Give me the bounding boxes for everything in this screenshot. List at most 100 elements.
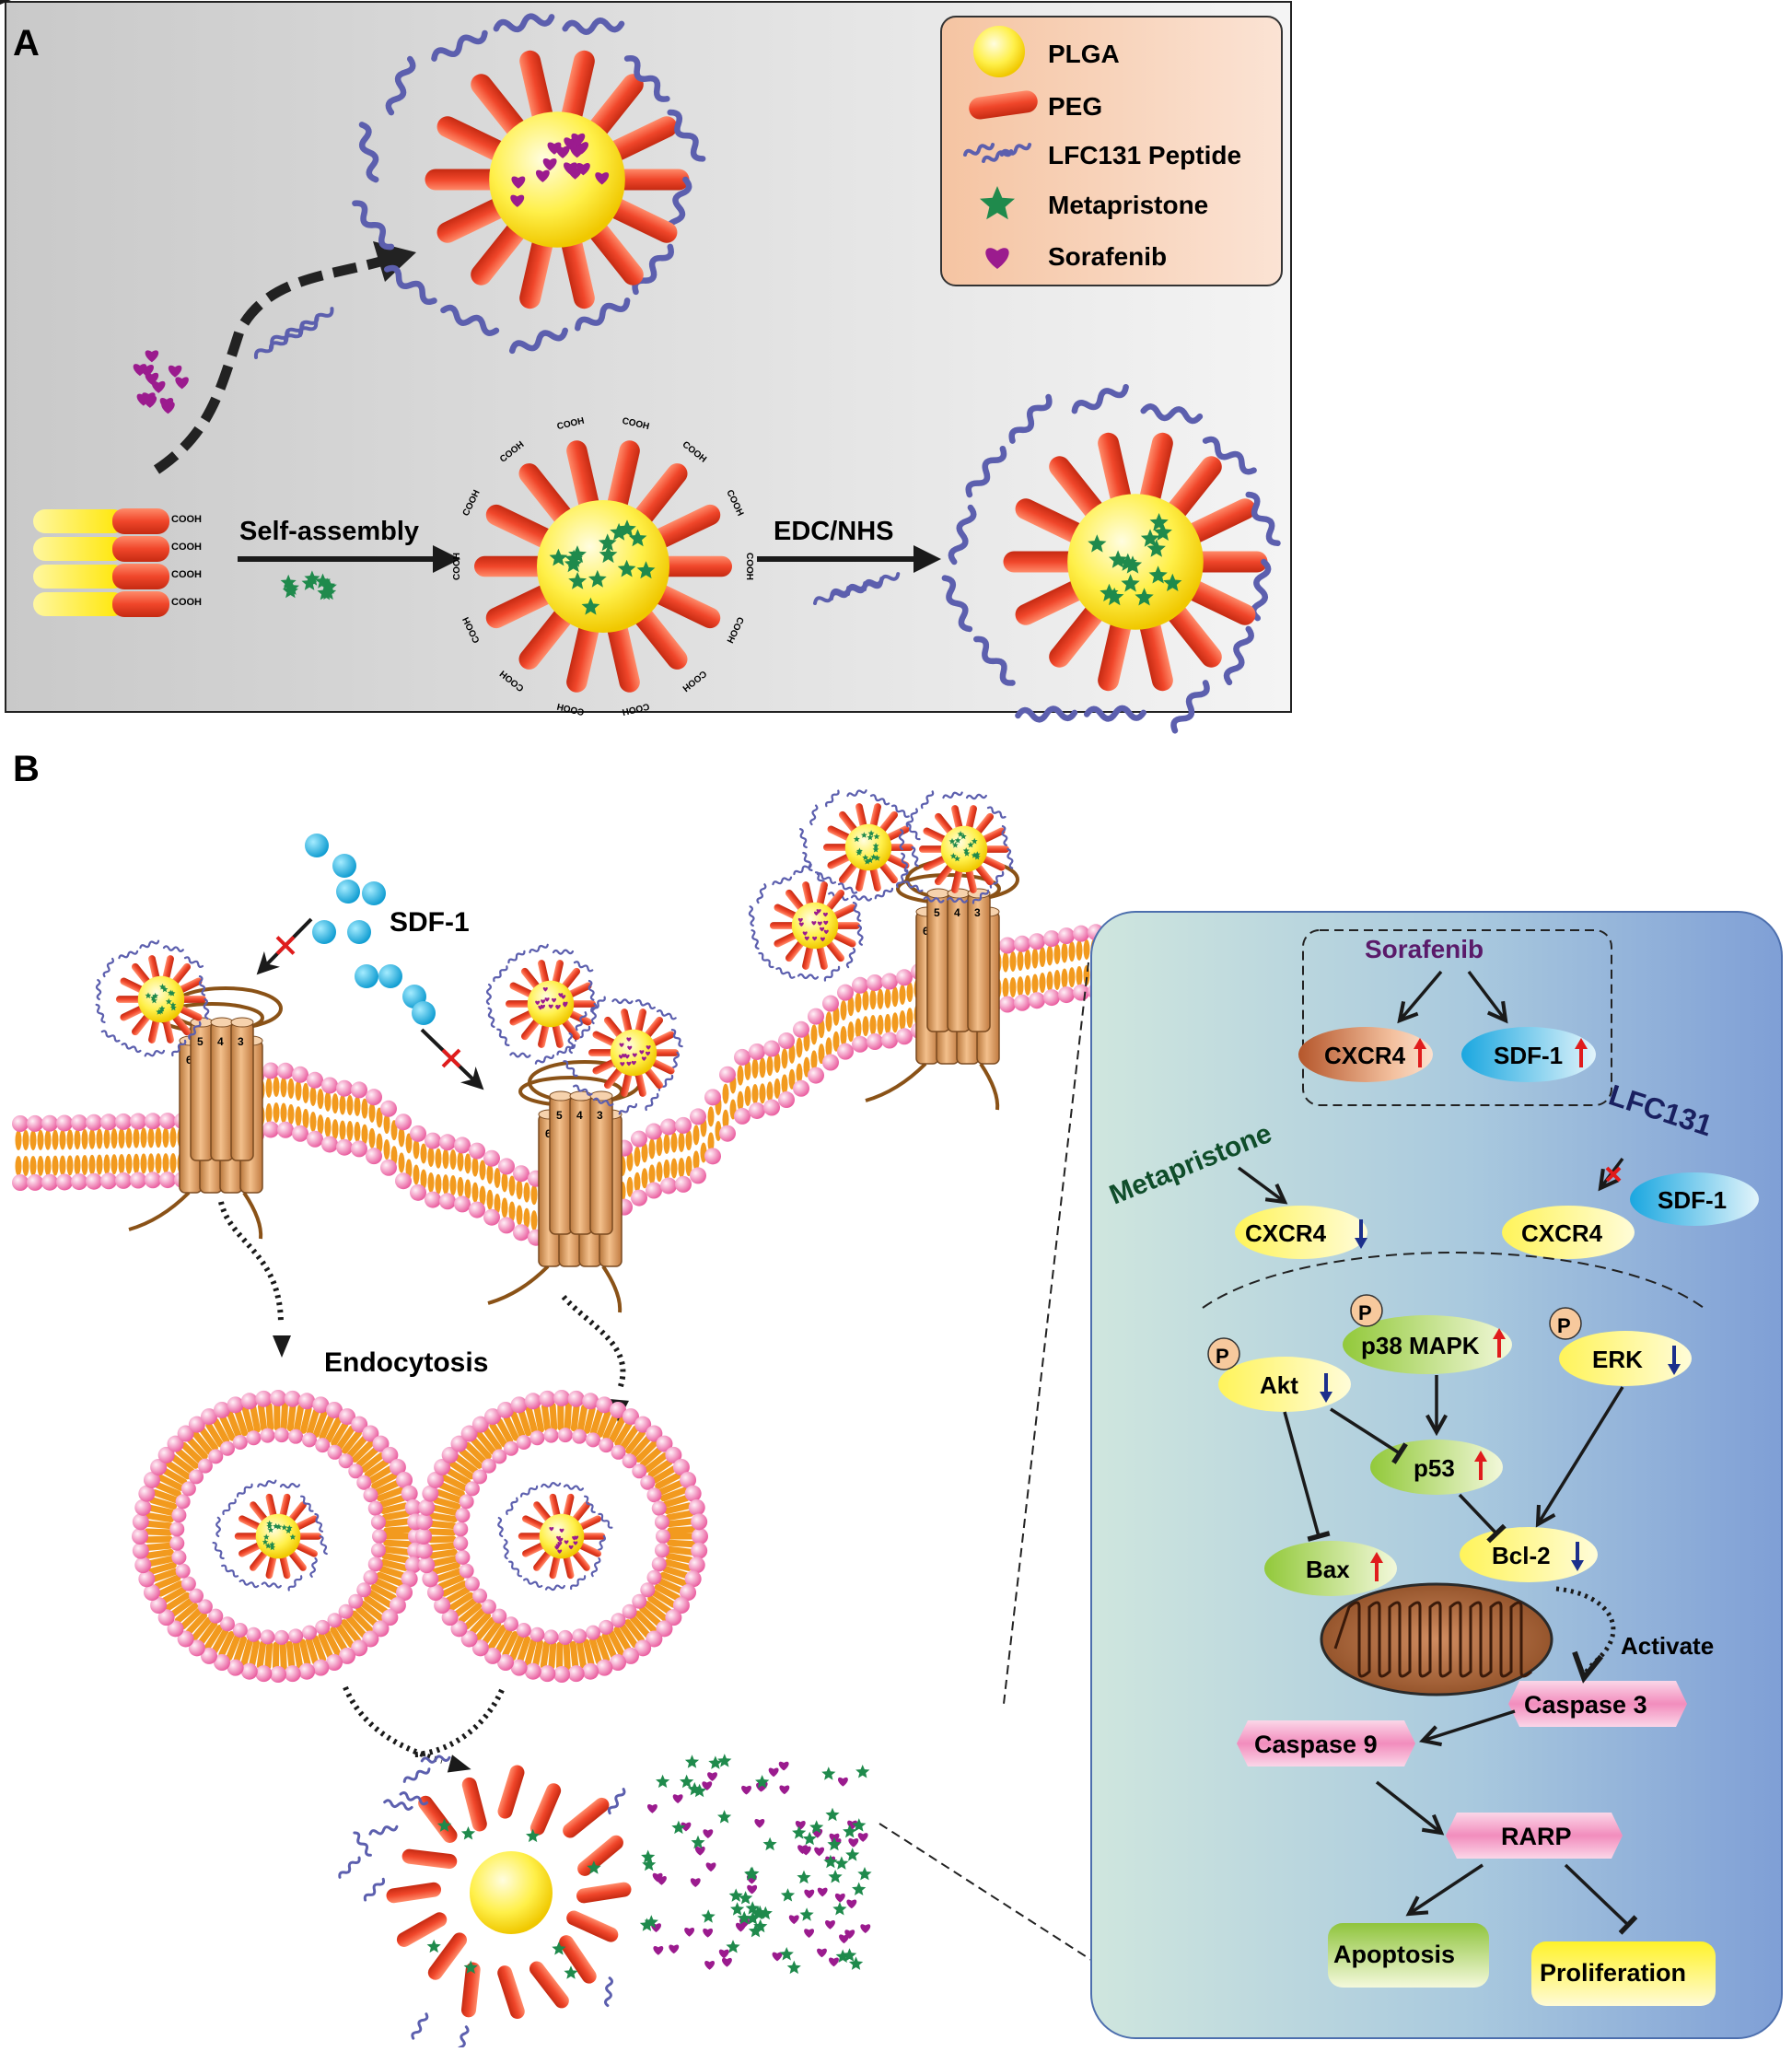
lipid-head bbox=[41, 1115, 58, 1132]
lipid-head bbox=[852, 977, 868, 994]
sorafenib-heart bbox=[825, 1920, 835, 1930]
sdf1-ball bbox=[378, 964, 402, 988]
lipid-tail bbox=[450, 1149, 457, 1170]
lipid-tail bbox=[679, 1158, 685, 1178]
cxcr4-right-text: CXCR4 bbox=[1521, 1219, 1603, 1247]
lipid-head bbox=[410, 1125, 426, 1142]
lipid-tail bbox=[89, 1155, 96, 1175]
lipid-tail bbox=[433, 1516, 455, 1520]
caspase3-text: Caspase 3 bbox=[1524, 1691, 1647, 1719]
lipid-tail bbox=[104, 1128, 111, 1148]
peg-segment bbox=[112, 591, 169, 617]
metapristone-star bbox=[708, 1755, 722, 1769]
sdf1-ball bbox=[312, 920, 336, 944]
lipid-head bbox=[460, 1564, 474, 1579]
lipid-head bbox=[134, 1499, 151, 1516]
detached-peg bbox=[460, 1776, 489, 1833]
peptide-strand bbox=[222, 1498, 237, 1515]
lipid-head bbox=[315, 1620, 330, 1635]
lipid-tail bbox=[664, 1160, 670, 1180]
lipid-head bbox=[646, 1183, 662, 1199]
lipid-tail bbox=[502, 1197, 508, 1218]
lipid-tail bbox=[156, 1153, 162, 1173]
lipid-head bbox=[517, 1623, 531, 1638]
peptide-strand bbox=[520, 1485, 538, 1498]
lipid-head bbox=[582, 1663, 599, 1680]
receptor-tail bbox=[866, 1064, 925, 1101]
endosome-right bbox=[415, 1390, 708, 1683]
legend: PLGA PEG LFC131 Peptide Metapristone Sor… bbox=[941, 17, 1282, 286]
lipid-head bbox=[483, 1150, 500, 1167]
lipid-head bbox=[246, 1627, 261, 1642]
lipid-head bbox=[363, 1487, 378, 1502]
panel-a-label: A bbox=[13, 23, 40, 64]
lipid-tail bbox=[664, 1134, 670, 1154]
lipid-tail bbox=[509, 1176, 516, 1196]
detached-peg bbox=[527, 1958, 572, 2011]
peptide-strand bbox=[287, 1575, 302, 1591]
lipid-tail bbox=[310, 1112, 317, 1132]
peptide-strand bbox=[221, 1565, 239, 1578]
peptide-strand bbox=[101, 1030, 120, 1042]
lipid-head bbox=[416, 1513, 433, 1530]
cxcr4-top-text: CXCR4 bbox=[1324, 1042, 1406, 1069]
lipid-head bbox=[631, 1190, 647, 1207]
lipid-tail bbox=[1076, 940, 1083, 961]
lipid-head bbox=[822, 996, 839, 1012]
detached-peg bbox=[556, 1932, 599, 1987]
peptide-strand bbox=[281, 1483, 299, 1487]
lipid-tail bbox=[386, 1549, 408, 1552]
caspase9-text: Caspase 9 bbox=[1254, 1731, 1378, 1758]
lipid-head bbox=[660, 1177, 677, 1194]
lipid-head bbox=[371, 1543, 386, 1557]
lipid-head bbox=[454, 1137, 471, 1153]
lipid-head bbox=[655, 1543, 669, 1557]
lipid-head bbox=[227, 1396, 244, 1413]
peptide-strand bbox=[369, 1825, 397, 1836]
sorafenib-heart bbox=[858, 1833, 868, 1842]
sorafenib-heart bbox=[673, 1794, 683, 1803]
lipid-head bbox=[366, 1089, 382, 1105]
lipid-head bbox=[498, 1217, 515, 1233]
lipid-head bbox=[469, 1143, 485, 1160]
lipid-tail bbox=[111, 1154, 118, 1174]
peptide-strand bbox=[212, 1542, 225, 1559]
lipid-tail bbox=[369, 1128, 376, 1148]
lipid-head bbox=[646, 1124, 662, 1140]
lipid-head bbox=[159, 1172, 176, 1188]
released-drugs bbox=[640, 1754, 872, 1974]
lipid-head bbox=[568, 1665, 585, 1682]
lipid-tail bbox=[355, 1096, 361, 1116]
lipid-tail bbox=[150, 1508, 171, 1512]
peptide-strand bbox=[95, 1004, 106, 1023]
lipid-tail bbox=[433, 1552, 455, 1556]
metapristone-star bbox=[729, 1888, 743, 1902]
lipid-head bbox=[881, 1032, 898, 1049]
lipid-tail bbox=[878, 1015, 884, 1035]
lipid-tail bbox=[1062, 942, 1068, 962]
sdf1-ball bbox=[305, 834, 329, 857]
lipid-head bbox=[896, 969, 913, 985]
lipid-head bbox=[336, 1139, 353, 1156]
lipid-tail bbox=[686, 1130, 692, 1150]
lipid-tail bbox=[325, 1117, 332, 1137]
lipid-tail bbox=[1054, 970, 1061, 990]
lipid-tail bbox=[296, 1080, 302, 1101]
plga-segment bbox=[33, 565, 125, 589]
release-arrow-left-head bbox=[448, 1755, 473, 1778]
sorafenib-heart bbox=[669, 1944, 679, 1953]
lipid-tail bbox=[303, 1642, 308, 1663]
peptide-strand bbox=[145, 1049, 164, 1057]
helix-number: 5 bbox=[934, 906, 940, 919]
lipid-tail bbox=[52, 1130, 59, 1150]
helix-number: 5 bbox=[556, 1109, 563, 1122]
lipid-tail bbox=[340, 1121, 346, 1141]
lipid-head bbox=[691, 1543, 707, 1559]
lipid-head bbox=[793, 1021, 809, 1038]
lipid-tail bbox=[260, 1644, 262, 1666]
lipid-head bbox=[691, 1513, 707, 1530]
lipid-head bbox=[71, 1114, 87, 1131]
peptide-strand bbox=[523, 1579, 541, 1588]
lipid-tail bbox=[288, 1104, 295, 1125]
lipid-tail bbox=[67, 1155, 74, 1175]
